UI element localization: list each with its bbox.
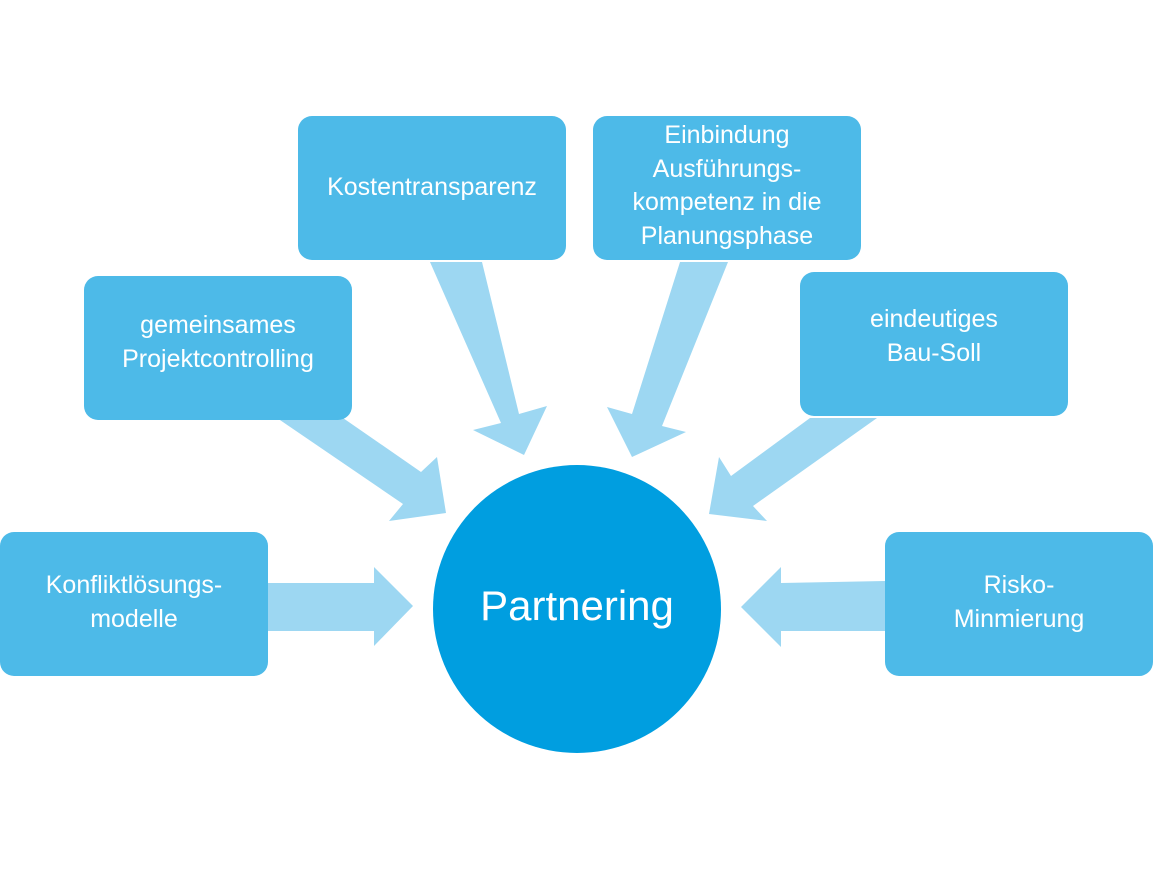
- node-label-line: Bau-Soll: [886, 339, 982, 367]
- arrow-kosten-to-center: [430, 262, 547, 455]
- node-label-line: gemeinsames: [140, 311, 296, 339]
- arrow-einbindung-to-center: [607, 262, 728, 457]
- node-label-line: Risko-: [983, 571, 1055, 599]
- node-label-line: kompetenz in die: [632, 188, 822, 216]
- arrow-eindeutig-to-center: [709, 418, 877, 521]
- node-label-line: Konfliktlösungs-: [45, 571, 223, 599]
- arrow-risiko-to-center: [741, 567, 885, 647]
- node-label-line: eindeutiges: [870, 305, 998, 333]
- node-gemeinsames-projektcontrolling: gemeinsames Projektcontrolling: [84, 276, 352, 420]
- node-label-line: Kostentransparenz: [327, 172, 537, 201]
- center-node-partnering: Partnering: [433, 465, 721, 753]
- node-label-line: Minmierung: [953, 605, 1085, 633]
- node-label-line: Einbindung: [664, 121, 790, 149]
- node-label-line: modelle: [90, 605, 178, 633]
- node-eindeutiges-bau-soll: eindeutiges Bau-Soll: [800, 272, 1068, 416]
- node-label-line: Ausführungs-: [652, 154, 802, 183]
- arrow-konflikt-to-center: [268, 567, 413, 646]
- node-kostentransparenz: Kostentransparenz: [298, 116, 566, 260]
- node-konfliktloesungsmodelle: Konfliktlösungs- modelle: [0, 532, 268, 676]
- arrow-gemeinsam-to-center: [277, 418, 446, 521]
- node-risko-minmierung: Risko- Minmierung: [885, 532, 1153, 676]
- node-label-line: Planungsphase: [640, 221, 814, 250]
- node-label-line: Projektcontrolling: [122, 345, 314, 373]
- center-label: Partnering: [480, 582, 674, 629]
- node-einbindung-ausfuehrungskompetenz: Einbindung Ausführungs- kompetenz in die…: [593, 116, 861, 260]
